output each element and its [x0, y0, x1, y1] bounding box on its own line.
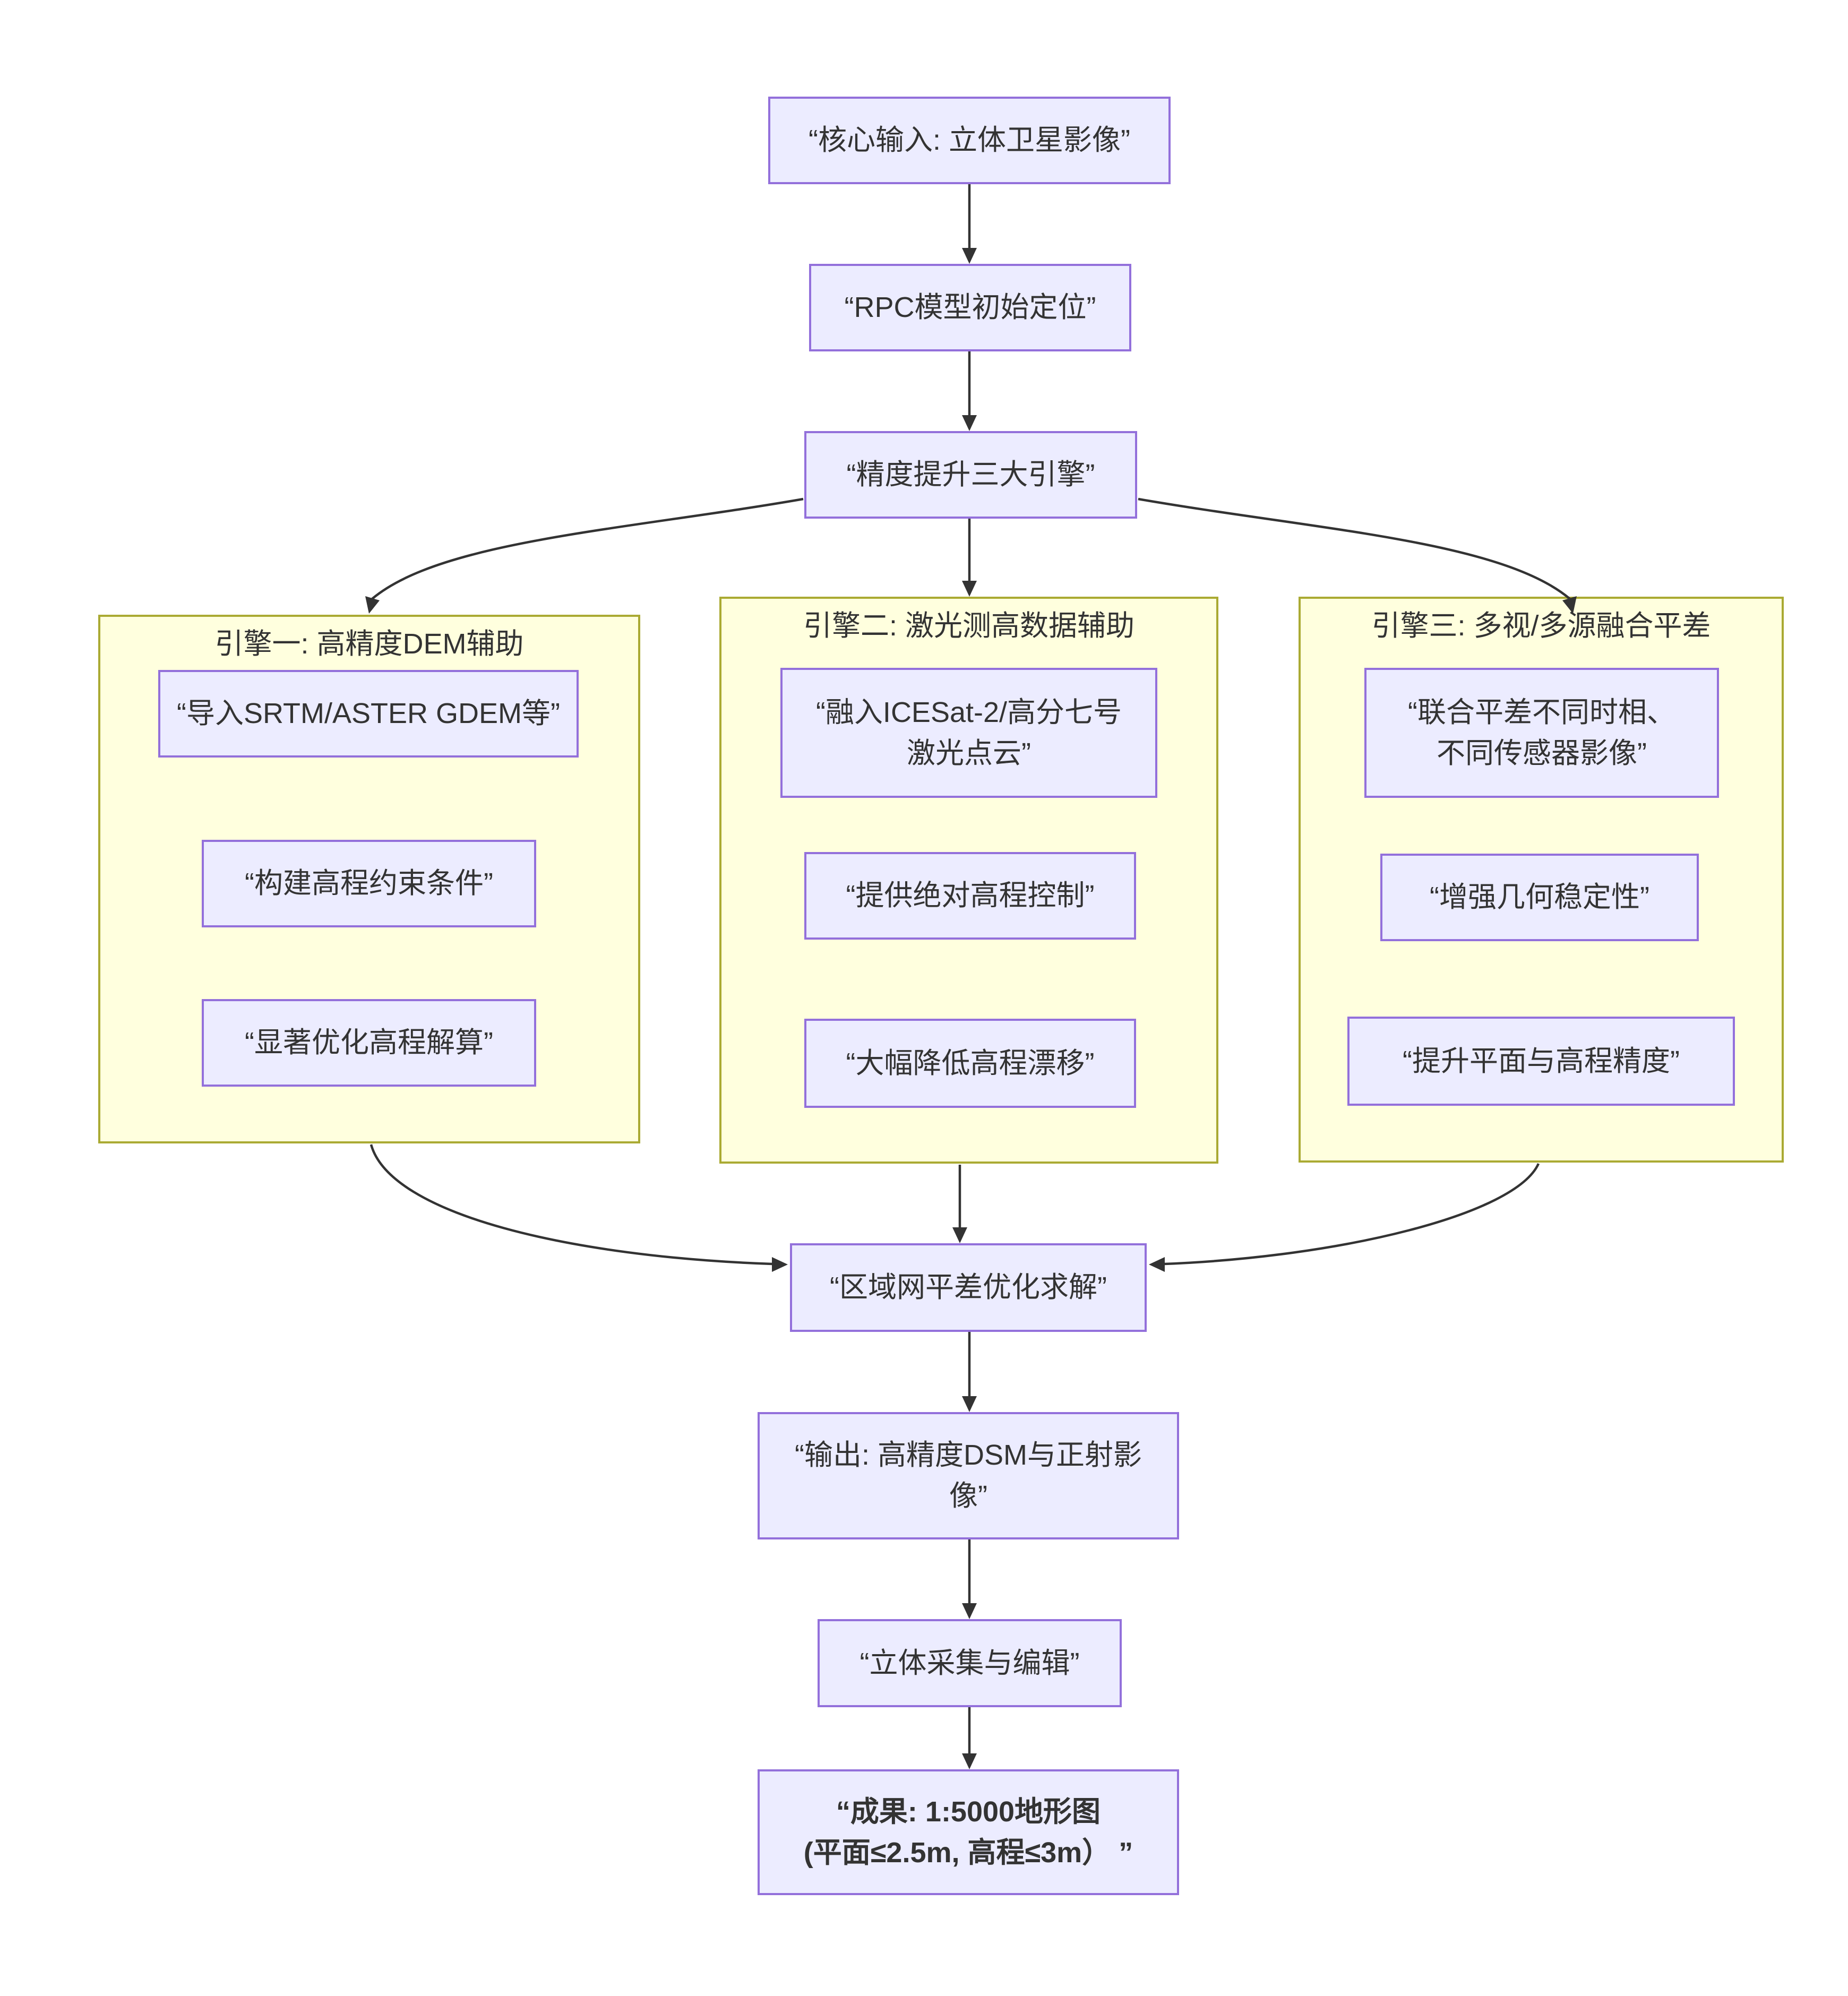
- node-dem-constraint: “构建高程约束条件”: [202, 840, 536, 927]
- subgraph-engine1-title: 引擎一: 高精度DEM辅助: [214, 628, 524, 660]
- node-multi-stability: “增强几何稳定性”: [1380, 854, 1699, 941]
- node-dem-optimize: “显著优化高程解算”: [202, 999, 536, 1087]
- node-multi-precision: “提升平面与高程精度”: [1347, 1017, 1735, 1106]
- arrowhead-engine2-to-block: [952, 1227, 967, 1243]
- node-stereo-edit: “立体采集与编辑”: [818, 1619, 1122, 1707]
- node-multi-adjust: “联合平差不同时相、 不同传感器影像”: [1364, 668, 1719, 798]
- arrowhead-stereo-to-result: [962, 1753, 977, 1769]
- arrowhead-engine3-to-block: [1149, 1257, 1165, 1272]
- arrowhead-output-to-stereo: [962, 1603, 977, 1619]
- node-laser-control: “提供绝对高程控制”: [804, 852, 1136, 940]
- edge-engine3-to-block: [1164, 1163, 1540, 1266]
- node-block-adjust: “区域网平差优化求解”: [790, 1243, 1147, 1332]
- arrowhead-hub-to-engine1: [365, 596, 380, 614]
- edge-hub-to-engine1: [371, 497, 804, 600]
- node-engines-hub: “精度提升三大引擎”: [804, 431, 1137, 519]
- node-result: “成果: 1:5000地形图 (平面≤2.5m, 高程≤3m） ”: [758, 1769, 1179, 1895]
- node-dem-import: “导入SRTM/ASTER GDEM等”: [158, 670, 579, 758]
- edge-engine1-to-block: [369, 1144, 773, 1266]
- arrowhead-hub-to-engine3: [1562, 596, 1577, 614]
- arrowhead-hub-to-engine2: [962, 581, 977, 597]
- node-laser-fuse: “融入ICESat-2/高分七号 激光点云”: [780, 668, 1157, 798]
- node-output-dsm: “输出: 高精度DSM与正射影 像”: [758, 1412, 1179, 1539]
- node-core-input: “核心输入: 立体卫星影像”: [768, 97, 1171, 184]
- node-rpc: “RPC模型初始定位”: [809, 264, 1131, 351]
- subgraph-engine2-title: 引擎二: 激光测高数据辅助: [803, 610, 1134, 642]
- node-laser-drift: “大幅降低高程漂移”: [804, 1019, 1136, 1108]
- edge-hub-to-engine3: [1138, 497, 1571, 600]
- arrowhead-engine1-to-block: [772, 1257, 788, 1272]
- arrowhead-rpc-to-hub: [962, 415, 977, 431]
- arrowhead-core-to-rpc: [962, 248, 977, 264]
- arrowhead-block-to-output: [962, 1396, 977, 1412]
- subgraph-engine3-title: 引擎三: 多视/多源融合平差: [1371, 610, 1711, 642]
